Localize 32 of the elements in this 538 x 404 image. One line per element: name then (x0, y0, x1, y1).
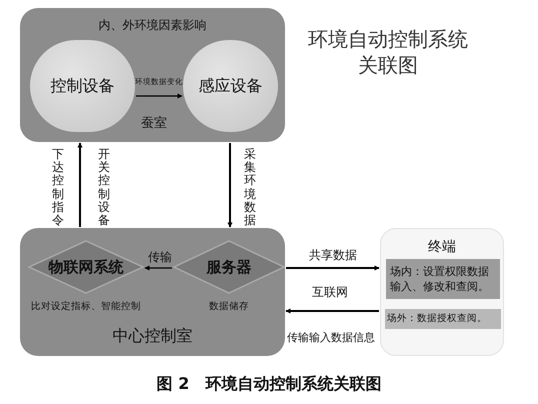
room-panel (20, 8, 285, 142)
node-label: 场内：设置权限数据输入、修改和查阅。 (389, 264, 490, 294)
arrow (144, 266, 172, 270)
figure-caption: 图 2 环境自动控制系统关联图 (156, 373, 382, 395)
room-label: 中心控制室 (112, 325, 194, 347)
arrow (78, 142, 82, 227)
arrow (228, 143, 232, 228)
arrow (286, 266, 380, 270)
note-label: 互联网 (311, 284, 349, 301)
node-label: 控制设备 (50, 75, 114, 97)
room-panel (20, 228, 285, 356)
edge-label: 采集环境数据 (244, 148, 256, 228)
node-label: 物联网系统 (48, 256, 124, 278)
edge-label: 共享数据 (308, 247, 358, 264)
node-caption: 数据储存 (208, 300, 250, 314)
info-box (385, 309, 501, 329)
note-label: 开关控制设备 (98, 148, 110, 228)
terminal-heading: 终端 (427, 238, 457, 257)
arrow (286, 308, 379, 314)
node-label: 感应设备 (198, 75, 262, 97)
room-heading: 内、外环境因素影响 (98, 17, 208, 34)
diagram-title: 环境自动控制系统关联图 (307, 26, 469, 78)
node-label: 场外：数据授权查阅。 (386, 312, 488, 326)
terminal-panel (380, 228, 504, 356)
edge-label: 传输输入数据信息 (286, 330, 376, 346)
info-box (386, 259, 500, 299)
node-caption: 比对设定指标、智能控制 (30, 300, 142, 314)
edge-label: 传输 (147, 249, 173, 266)
arrow (136, 94, 182, 98)
edge-label: 下达控制指令 (52, 148, 64, 228)
node-label: 服务器 (206, 256, 252, 278)
room-label: 蚕室 (140, 115, 168, 133)
